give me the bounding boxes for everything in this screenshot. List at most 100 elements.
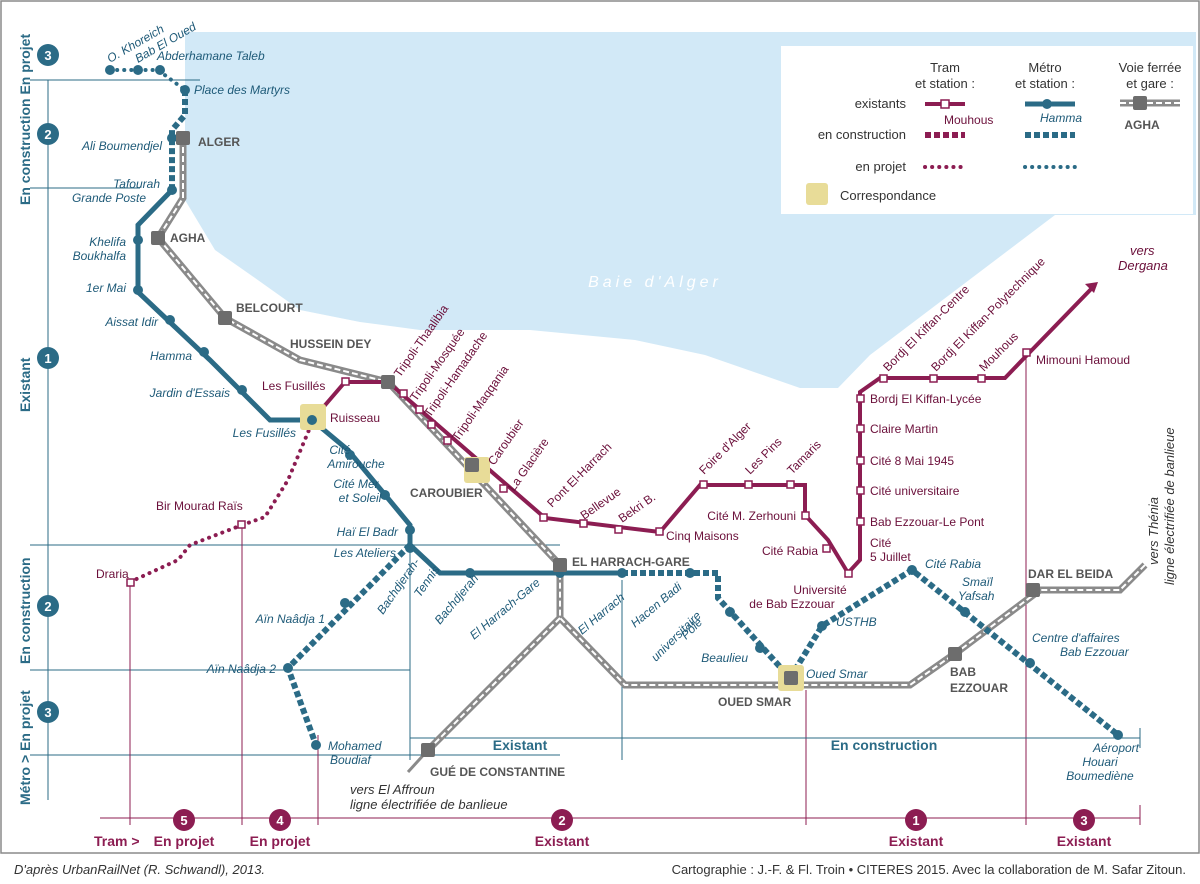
rail-station-label: EZZOUAR bbox=[950, 681, 1008, 695]
bottom-seg-label: En projet bbox=[154, 833, 215, 849]
tram-station-label: Cité bbox=[870, 536, 892, 550]
legend-row-construction: en construction bbox=[818, 127, 906, 142]
metro-station-label: Boumediène bbox=[1066, 769, 1134, 783]
metro-station-label: Aïn Naâdja 2 bbox=[206, 662, 277, 676]
legend-correspondance: Correspondance bbox=[840, 188, 936, 203]
dest-dergana-2: Dergana bbox=[1118, 258, 1168, 273]
bottom-seg-num: 2 bbox=[558, 813, 565, 828]
metro-station-label: Cité Mer bbox=[333, 477, 379, 491]
metro-station-label: Cité Rabia bbox=[925, 557, 981, 571]
tram-arrow-dergana bbox=[1085, 282, 1098, 293]
tram-station-label: de Bab Ezzouar bbox=[749, 597, 834, 611]
metro-station-label: Jardin d'Essais bbox=[149, 386, 230, 400]
metro-station-label: Abderhamane Taleb bbox=[156, 49, 265, 63]
rail-status bbox=[409, 545, 1141, 760]
legend-tram-station bbox=[940, 99, 950, 109]
bottom-seg-num: 5 bbox=[180, 813, 187, 828]
left-seg-num: 2 bbox=[44, 127, 51, 142]
left-title-top: En construction En projet bbox=[17, 34, 33, 205]
metro-station-label: Tafourah bbox=[113, 177, 160, 191]
metro-station-label: Haï El Badr bbox=[337, 525, 399, 539]
tram-station-label: Draria bbox=[96, 567, 129, 581]
bottom-seg-num: 1 bbox=[912, 813, 919, 828]
rail-station-label: HUSSEIN DEY bbox=[290, 337, 371, 351]
legend-sample-rail: AGHA bbox=[1124, 118, 1160, 132]
left-seg-num: 1 bbox=[44, 351, 51, 366]
metro-station-label: Les Fusillés bbox=[233, 426, 296, 440]
metro-station-label: 1er Mai bbox=[86, 281, 126, 295]
left-title-metro: Métro > En projet bbox=[17, 690, 33, 805]
rail-station-label: GUÉ DE CONSTANTINE bbox=[430, 764, 565, 779]
tram-station-label: Cité M. Zerhouni bbox=[707, 509, 796, 523]
tram-station-squares bbox=[126, 348, 1031, 587]
legend-box bbox=[781, 46, 1193, 214]
tram-station-label: 5 Juillet bbox=[870, 550, 911, 564]
metro-station-label: Bab Ezzouar bbox=[1060, 645, 1130, 659]
metro-station-label: Hamma bbox=[150, 349, 192, 363]
dest-thenia-2: ligne électrifiée de banlieue bbox=[1162, 427, 1177, 585]
metro-station-label: Place des Martyrs bbox=[194, 83, 290, 97]
metro-station-label: Houari bbox=[1082, 755, 1118, 769]
rail-station-label: EL HARRACH-GARE bbox=[572, 555, 690, 569]
tram-prefix: Tram > bbox=[94, 833, 140, 849]
metro-station-dots bbox=[105, 65, 1123, 750]
rail-status-construction: En construction bbox=[831, 737, 938, 753]
tram-station-label: Bordj El Kiffan-Lycée bbox=[870, 392, 982, 406]
tram-station-label: Bir Mourad Raïs bbox=[156, 499, 243, 513]
legend-sample-tram: Mouhous bbox=[944, 113, 993, 127]
tram-station-label: Ruisseau bbox=[330, 411, 380, 425]
rail-station-label: OUED SMAR bbox=[718, 695, 792, 709]
legend-correspondance-swatch bbox=[806, 183, 828, 205]
left-scale-badges: 3 2 1 2 3 bbox=[37, 44, 59, 723]
metro-station-label: Amirouche bbox=[326, 457, 385, 471]
rail-station-label: BAB bbox=[950, 665, 976, 679]
tram-station-label: Université bbox=[793, 583, 847, 597]
bottom-seg-label: Existant bbox=[535, 833, 590, 849]
rail-station-squares bbox=[151, 131, 1040, 757]
rail-lines bbox=[153, 138, 1148, 753]
bottom-seg-label: Existant bbox=[1057, 833, 1112, 849]
metro-station-label: Boudiaf bbox=[330, 753, 372, 767]
dest-affroun-1: vers El Affroun bbox=[350, 782, 435, 797]
metro-station-label: Centre d'affaires bbox=[1032, 631, 1120, 645]
metro-station-label: Cité bbox=[329, 443, 351, 457]
metro-station-label: Beaulieu bbox=[701, 651, 748, 665]
left-scale bbox=[30, 79, 560, 800]
tram-station-label: Cité 8 Mai 1945 bbox=[870, 454, 954, 468]
dest-affroun-2: ligne électrifiée de banlieue bbox=[350, 797, 508, 812]
metro-station-label: Oued Smar bbox=[806, 667, 868, 681]
metro-station-label: Aéroport bbox=[1092, 741, 1140, 755]
metro-station-label: Mohamed bbox=[328, 739, 382, 753]
metro-station-label: et Soleil bbox=[339, 491, 382, 505]
metro-station-label: Smaïl bbox=[962, 575, 993, 589]
rail-status-existant: Existant bbox=[493, 737, 548, 753]
dest-dergana-1: vers bbox=[1130, 243, 1155, 258]
tram-station-label: Bab Ezzouar-Le Pont bbox=[870, 515, 985, 529]
legend-row-projet: en projet bbox=[855, 159, 906, 174]
metro-station-label: Aïn Naâdja 1 bbox=[255, 612, 325, 626]
metro-station-label: Les Ateliers bbox=[334, 546, 396, 560]
sea-label: Baie d'Alger bbox=[588, 274, 722, 291]
metro-station-label: Yafsah bbox=[958, 589, 995, 603]
rail-labels: ALGER AGHA BELCOURT HUSSEIN DEY CAROUBIE… bbox=[170, 135, 1113, 779]
tram-station-label: Mimouni Hamoud bbox=[1036, 353, 1130, 367]
dest-thenia-1: vers Thénia bbox=[1146, 497, 1161, 565]
bottom-seg-label: Existant bbox=[889, 833, 944, 849]
rail-station-label: BELCOURT bbox=[236, 301, 303, 315]
bottom-seg-label: En projet bbox=[250, 833, 311, 849]
metro-station-label: Khelifa bbox=[89, 235, 126, 249]
rail-station-label: CAROUBIER bbox=[410, 486, 483, 500]
tram-station-label: Les Fusillés bbox=[262, 379, 325, 393]
metro-station-label: Aissat Idir bbox=[104, 315, 159, 329]
bottom-seg-num: 4 bbox=[276, 813, 284, 828]
metro-station-label: USTHB bbox=[836, 615, 877, 629]
rail-station-label: DAR EL BEIDA bbox=[1028, 567, 1113, 581]
metro-station-label: Ali Boumendjel bbox=[81, 139, 162, 153]
metro-station-label: Boukhalfa bbox=[73, 249, 127, 263]
rail-station-label: AGHA bbox=[170, 231, 206, 245]
credit-left: D'après UrbanRailNet (R. Schwandl), 2013… bbox=[14, 862, 265, 877]
